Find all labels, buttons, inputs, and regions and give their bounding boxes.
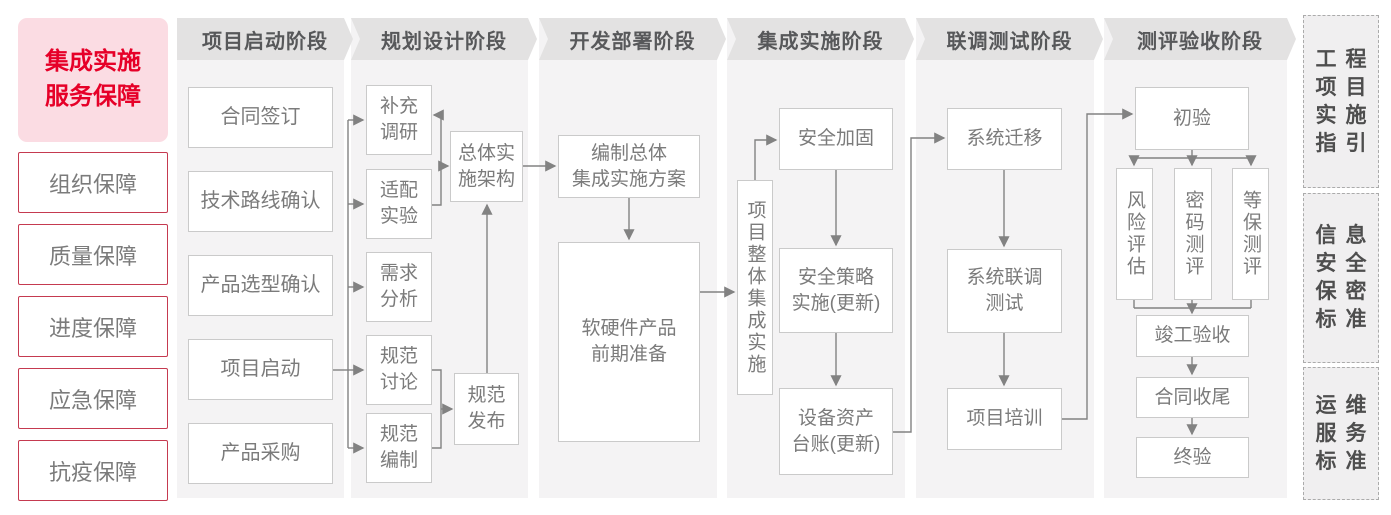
- flow-node-contract-signing: 合同签订: [188, 87, 333, 148]
- standard-line: 指引: [1315, 131, 1376, 155]
- standard-box-infosec-confidentiality: 信息 安全 保密 标准: [1303, 193, 1379, 363]
- standard-line: 标准: [1315, 449, 1376, 473]
- flow-node-overall-integration-impl: 项目整体集成实施: [737, 180, 773, 395]
- flow-node-contract-closure: 合同收尾: [1136, 377, 1249, 418]
- standard-line: 运维: [1315, 393, 1376, 417]
- flow-node-security-policy-impl: 安全策略 实施(更新): [779, 248, 893, 333]
- phase-header-project-start: 项目启动阶段: [177, 18, 353, 60]
- flow-node-spec-discussion: 规范 讨论: [366, 335, 432, 405]
- flow-node-hw-sw-preparation: 软硬件产品 前期准备: [558, 242, 700, 442]
- flow-node-overall-architecture: 总体实 施架构: [450, 131, 523, 202]
- flow-node-security-hardening: 安全加固: [779, 108, 893, 170]
- standard-line: 安全: [1315, 252, 1376, 275]
- sidebar-item-schedule: 进度保障: [18, 296, 168, 357]
- flow-node-tech-route-confirm: 技术路线确认: [188, 171, 333, 232]
- flow-node-product-selection: 产品选型确认: [188, 255, 333, 316]
- phase-header-integration: 集成实施阶段: [727, 18, 914, 60]
- standard-line: 项目: [1315, 75, 1376, 99]
- flow-node-spec-release: 规范 发布: [454, 373, 519, 445]
- flow-node-initial-acceptance: 初验: [1135, 87, 1249, 150]
- flow-node-product-purchase: 产品采购: [188, 423, 333, 484]
- flow-node-system-joint-test: 系统联调 测试: [947, 249, 1062, 333]
- flow-node-adaptation-test: 适配 实验: [366, 169, 432, 239]
- flow-node-project-training: 项目培训: [947, 388, 1062, 450]
- flow-node-system-migration: 系统迁移: [947, 108, 1062, 170]
- flow-node-asset-ledger-update: 设备资产 台账(更新): [779, 388, 893, 475]
- flow-node-requirement-analysis: 需求 分析: [366, 252, 432, 322]
- sidebar-item-epidemic: 抗疫保障: [18, 440, 168, 501]
- standard-line: 实施: [1315, 103, 1376, 127]
- sidebar-title: 集成实施 服务保障: [18, 18, 168, 142]
- flow-node-mlps-evaluation: 等保测评: [1232, 168, 1269, 300]
- standard-line: 工程: [1315, 47, 1376, 71]
- standard-line: 标准: [1315, 308, 1376, 331]
- flow-node-risk-assessment: 风险评估: [1116, 168, 1153, 300]
- flow-node-supplementary-research: 补充 调研: [366, 85, 432, 155]
- flow-node-completion-acceptance: 竣工验收: [1136, 315, 1249, 357]
- phase-header-joint-test: 联调测试阶段: [916, 18, 1103, 60]
- sidebar-item-quality: 质量保障: [18, 224, 168, 285]
- phase-header-evaluation-acceptance: 测评验收阶段: [1104, 18, 1296, 60]
- standard-box-ops-service: 运维 服务 标准: [1303, 367, 1379, 500]
- standard-line: 信息: [1315, 224, 1376, 247]
- flow-node-project-kickoff: 项目启动: [188, 339, 333, 400]
- flow-node-final-acceptance: 终验: [1136, 437, 1249, 478]
- sidebar-item-organization: 组织保障: [18, 152, 168, 213]
- standard-box-project-implementation-guide: 工程 项目 实施 指引: [1303, 15, 1379, 188]
- phase-header-planning-design: 规划设计阶段: [351, 18, 537, 60]
- flow-node-spec-drafting: 规范 编制: [366, 413, 432, 483]
- standard-line: 保密: [1315, 280, 1376, 303]
- flow-node-overall-integration-plan: 编制总体 集成实施方案: [558, 135, 700, 198]
- flow-node-crypto-evaluation: 密码测评: [1174, 168, 1212, 300]
- phase-header-dev-deploy: 开发部署阶段: [539, 18, 726, 60]
- sidebar-item-emergency: 应急保障: [18, 368, 168, 429]
- standard-line: 服务: [1315, 421, 1376, 445]
